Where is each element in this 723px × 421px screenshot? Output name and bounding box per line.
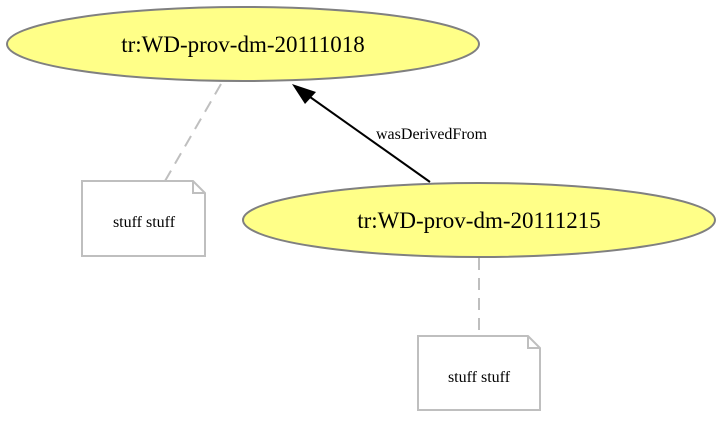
note-text-2: stuff stuff — [448, 369, 511, 386]
entity-ellipse-20111018 — [6, 6, 480, 82]
note-fold-1 — [192, 181, 205, 194]
derivation-arrowhead — [292, 84, 316, 104]
entity-node-20111215[interactable]: tr:WD-prov-dm-20111215 — [242, 182, 716, 258]
entity-label-20111215: tr:WD-prov-dm-20111215 — [357, 208, 601, 233]
note-node-2[interactable]: stuff stuff — [417, 335, 541, 411]
entity-label-20111018: tr:WD-prov-dm-20111018 — [121, 32, 365, 57]
note-shape-2 — [417, 335, 541, 411]
derivation-edge[interactable]: wasDerivedFrom — [292, 84, 488, 183]
entity-ellipse-20111215 — [242, 182, 716, 258]
note-node-1[interactable]: stuff stuff — [81, 180, 206, 257]
entity-node-20111018[interactable]: tr:WD-prov-dm-20111018 — [6, 6, 480, 82]
derivation-edge-label: wasDerivedFrom — [376, 126, 488, 143]
note-shape-1 — [81, 180, 206, 257]
note-text-1: stuff stuff — [113, 214, 176, 231]
note-fold-2 — [527, 336, 540, 349]
derivation-edge-line — [302, 91, 431, 183]
note-connector-1 — [164, 83, 222, 182]
